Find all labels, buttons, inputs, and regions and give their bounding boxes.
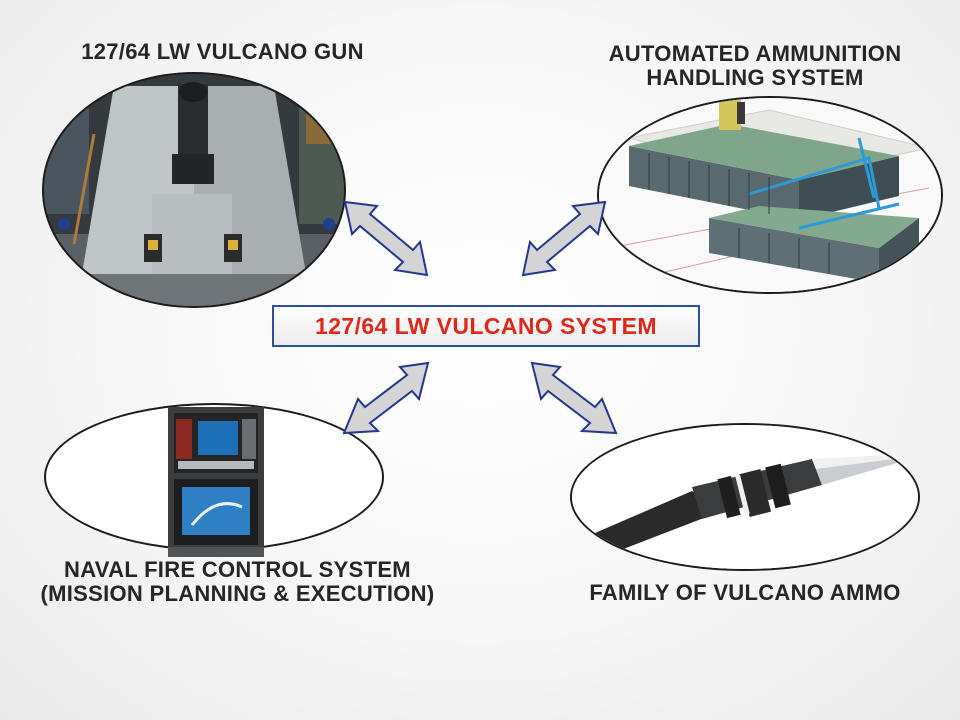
ammo-image: [570, 423, 920, 571]
central-system-box: 127/64 LW VULCANO SYSTEM: [272, 305, 700, 347]
fire-control-label: NAVAL FIRE CONTROL SYSTEM (MISSION PLANN…: [0, 558, 475, 606]
fire-control-image: [44, 403, 384, 557]
ammo-handling-label-line2: HANDLING SYSTEM: [646, 65, 864, 90]
ammo-handling-label-line1: AUTOMATED AMMUNITION: [608, 41, 902, 66]
gun-label: 127/64 LW VULCANO GUN: [81, 39, 364, 64]
console-illustration: [168, 407, 264, 557]
arrow-fire-control-to-system: [342, 361, 430, 435]
arrow-ammo-handling-to-system: [521, 200, 607, 277]
ammo-handling-label: AUTOMATED AMMUNITION HANDLING SYSTEM: [575, 42, 935, 90]
ammo-family-label: FAMILY OF VULCANO AMMO: [589, 580, 901, 605]
ammo-handling-image: [597, 96, 943, 294]
gun-image: [42, 72, 346, 308]
fire-control-label-line1: NAVAL FIRE CONTROL SYSTEM: [64, 557, 411, 582]
fire-control-label-line2: (MISSION PLANNING & EXECUTION): [40, 581, 435, 606]
projectile-illustration: [572, 425, 918, 569]
gun-turret-illustration: [44, 74, 344, 306]
arrow-ammo-family-to-system: [530, 361, 618, 435]
arrow-gun-to-system: [343, 200, 429, 277]
central-system-label: 127/64 LW VULCANO SYSTEM: [315, 312, 657, 339]
ammo-handling-illustration: [599, 98, 941, 292]
